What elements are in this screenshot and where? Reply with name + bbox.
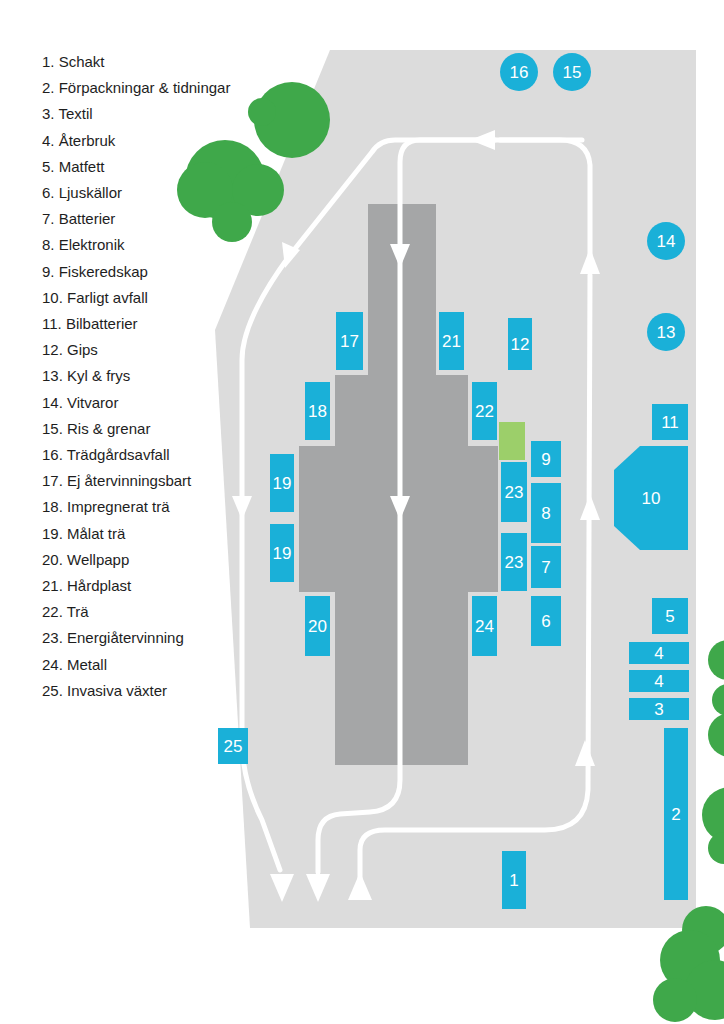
station-number: 9: [541, 451, 550, 468]
station-box: 1: [502, 851, 526, 909]
key-entry: 12. Gips: [42, 341, 98, 359]
key-entry: 23. Energiåtervinning: [42, 629, 184, 647]
station-number: 18: [308, 403, 327, 420]
station-box: 17: [336, 312, 363, 370]
station-box: 19: [270, 524, 295, 582]
station-circle: 13: [647, 313, 685, 351]
station-number: 21: [442, 333, 461, 350]
key-entry: 19. Målat trä: [42, 525, 125, 543]
key-entry: 8. Elektronik: [42, 236, 125, 254]
station-number: 24: [475, 618, 494, 635]
station-box: 7: [531, 546, 561, 588]
key-entry: 5. Matfett: [42, 158, 105, 176]
key-entry: 20. Wellpapp: [42, 551, 129, 569]
green-patch: [499, 422, 525, 460]
station-box: 19: [270, 454, 295, 512]
station-number: 19: [273, 475, 292, 492]
station-box: 2: [664, 728, 688, 900]
key-entry: 3. Textil: [42, 105, 93, 123]
station-box: 18: [305, 382, 330, 440]
station-number: 22: [475, 403, 494, 420]
site-ground: [215, 50, 696, 928]
key-entry: 18. Impregnerat trä: [42, 498, 170, 516]
station-box: 8: [531, 483, 561, 543]
station-number: 4: [654, 673, 663, 690]
key-entry: 11. Bilbatterier: [42, 315, 138, 333]
station-number: 8: [541, 505, 550, 522]
station-number: 15: [563, 64, 582, 81]
key-entry: 16. Trädgårdsavfall: [42, 446, 170, 464]
station-box: 4: [629, 670, 689, 692]
key-entry: 13. Kyl & frys: [42, 367, 130, 385]
station-circle: 16: [500, 53, 538, 91]
station-number: 19: [273, 545, 292, 562]
station-box: 25: [218, 728, 248, 764]
station-number: 4: [654, 645, 663, 662]
hazard-station: 10: [614, 446, 688, 550]
station-box: 21: [439, 312, 464, 370]
key-entry: 2. Förpackningar & tidningar: [42, 79, 230, 97]
key-entry: 21. Hårdplast: [42, 577, 131, 595]
station-box: 4: [629, 642, 689, 664]
key-entry: 17. Ej återvinningsbart: [42, 472, 191, 490]
key-entry: 25. Invasiva växter: [42, 682, 167, 700]
station-number: 3: [654, 701, 663, 718]
trees: [177, 82, 724, 1022]
station-box: 23: [501, 533, 527, 591]
station-number: 7: [541, 559, 550, 576]
key-entry: 9. Fiskeredskap: [42, 263, 148, 281]
station-circle: 15: [553, 53, 591, 91]
station-box: 3: [629, 698, 689, 720]
station-number: 23: [505, 484, 524, 501]
station-number: 17: [340, 333, 359, 350]
station-box: 9: [531, 441, 561, 477]
station-circle: 14: [647, 222, 685, 260]
key-entry: 10. Farligt avfall: [42, 289, 148, 307]
station-number: 23: [505, 554, 524, 571]
station-number: 14: [657, 233, 676, 250]
station-box: 22: [472, 382, 497, 440]
key-entry: 24. Metall: [42, 656, 107, 674]
station-number: 25: [224, 738, 243, 755]
station-box: 11: [652, 404, 688, 440]
key-entry: 14. Vitvaror: [42, 394, 118, 412]
driving-lanes: [242, 140, 590, 880]
key-entry: 15. Ris & grenar: [42, 420, 150, 438]
station-number: 20: [308, 618, 327, 635]
station-box: 6: [531, 596, 561, 646]
station-number: 10: [642, 490, 661, 507]
station-box: 24: [472, 596, 497, 656]
station-box: 12: [508, 318, 533, 370]
station-number: 16: [510, 64, 529, 81]
station-number: 2: [671, 806, 680, 823]
lane-arrowheads: [232, 130, 600, 902]
station-number: 11: [661, 414, 679, 431]
station-number: 5: [665, 608, 674, 625]
station-number: 6: [541, 613, 550, 630]
station-box: 5: [652, 598, 688, 634]
key-entry: 4. Återbruk: [42, 132, 115, 150]
key-entry: 6. Ljuskällor: [42, 184, 122, 202]
station-number: 1: [509, 872, 518, 889]
station-box: 23: [501, 462, 527, 522]
key-entry: 7. Batterier: [42, 210, 115, 228]
station-number: 12: [511, 336, 530, 353]
station-number: 13: [657, 324, 676, 341]
station-box: 20: [305, 596, 330, 656]
key-entry: 1. Schakt: [42, 53, 105, 71]
key-entry: 22. Trä: [42, 603, 89, 621]
